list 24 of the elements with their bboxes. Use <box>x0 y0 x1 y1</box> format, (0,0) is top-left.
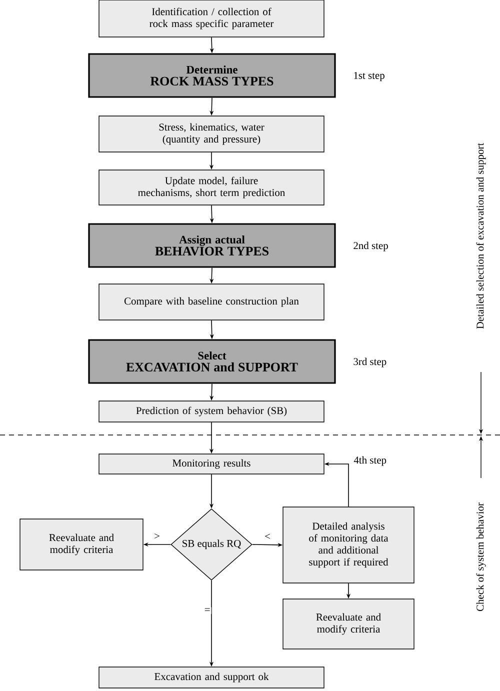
step-label: 2nd step <box>354 242 388 252</box>
edge-label: > <box>153 532 161 540</box>
process-box: Excavation and support ok <box>98 666 324 688</box>
process-box: Reevaluate and modify criteria <box>282 598 414 650</box>
process-box: Update model, failure mechanisms, short term prediction <box>98 170 324 206</box>
process-box: Prediction of system behavior (SB) <box>98 400 324 422</box>
step-label: 1st step <box>354 72 384 82</box>
step-box: Select EXCAVATION and SUPPORT <box>88 339 336 384</box>
edge-label: 4th step <box>352 455 388 467</box>
decision-diamond <box>170 508 252 580</box>
step-box: Determine ROCK MASS TYPES <box>88 53 336 98</box>
process-box: Stress, kinematics, water (quantity and pressure) <box>98 116 324 152</box>
process-box: Monitoring results <box>98 454 324 474</box>
decision-text: SB equals RQ <box>182 540 241 550</box>
edge-label: = <box>203 607 212 614</box>
step-label: 3rd step <box>354 358 386 368</box>
side-label: Detailed selection of excavation and support <box>475 142 487 330</box>
process-box: Compare with baseline construction plan <box>98 284 324 320</box>
process-box: Reevaluate and modify criteria <box>20 518 144 570</box>
process-box: Identification / collection of rock mass specific parameter <box>98 0 324 38</box>
step-box: Assign actual BEHAVIOR TYPES <box>88 223 336 268</box>
edge-label: < <box>264 532 272 541</box>
process-box: Detailed analysis of monitoring data and additional support if required <box>282 506 414 584</box>
side-label: Check of system behavior <box>475 502 487 612</box>
